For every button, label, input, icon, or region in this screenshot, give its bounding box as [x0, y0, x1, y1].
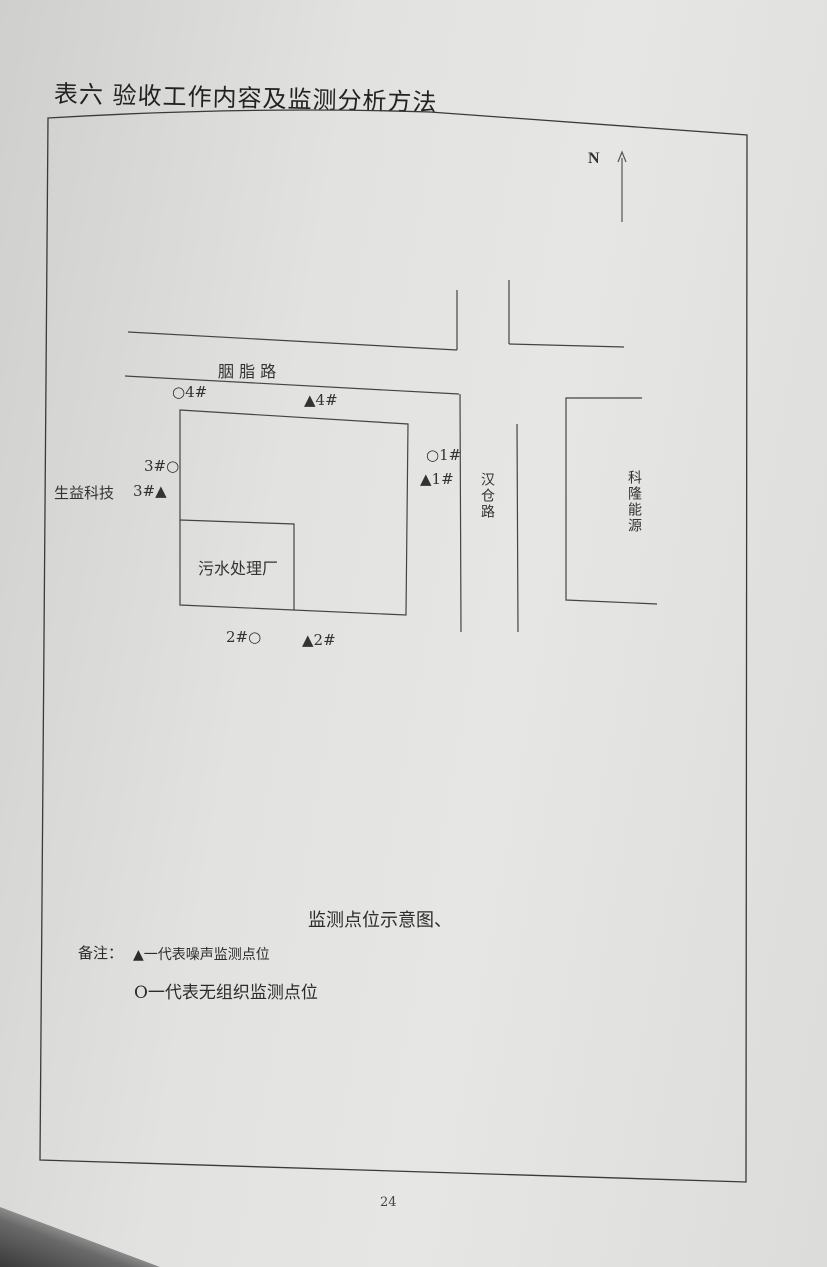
road-label-yanzhi: 胭 脂 路 — [218, 362, 277, 381]
kelong-block — [565, 397, 658, 605]
note-noise-legend: ▲一代表噪声监测点位 — [133, 947, 270, 963]
diagram-caption: 监测点位示意图、 — [308, 910, 452, 931]
point-2-unorganized: 2#○ — [226, 628, 262, 646]
road-line-yanzhi-lower — [124, 375, 460, 395]
note-prefix: 备注： — [78, 944, 124, 962]
page-number: 24 — [380, 1195, 397, 1210]
road-label-hancang: 汉仓路 — [479, 472, 495, 520]
point-2-noise: ▲2# — [302, 631, 336, 649]
road-line-upper-left — [127, 331, 458, 351]
point-4-noise: ▲4# — [304, 391, 338, 409]
note-unorganized-legend: O一代表无组织监测点位 — [134, 983, 318, 1003]
label-shengyi-tech: 生益科技 — [54, 484, 115, 502]
road-line-hancang-left — [459, 393, 462, 633]
point-4-unorganized: ○4# — [172, 383, 208, 401]
point-3-unorganized: 3#○ — [144, 457, 180, 475]
road-line-hancang-right — [516, 423, 519, 633]
label-kelong-energy: 科隆能源 — [626, 470, 642, 534]
sewage-plant-block — [179, 519, 295, 610]
north-arrow-head — [617, 150, 627, 163]
frame-border — [39, 109, 748, 1183]
point-3-noise: 3#▲ — [133, 482, 167, 500]
road-line-upper-right — [508, 343, 625, 348]
north-label: N — [588, 150, 600, 167]
factory-block — [179, 409, 409, 616]
point-1-unorganized: ○1# — [426, 446, 462, 464]
label-sewage-plant: 污水处理厂 — [198, 559, 279, 578]
point-1-noise: ▲1# — [420, 470, 454, 488]
